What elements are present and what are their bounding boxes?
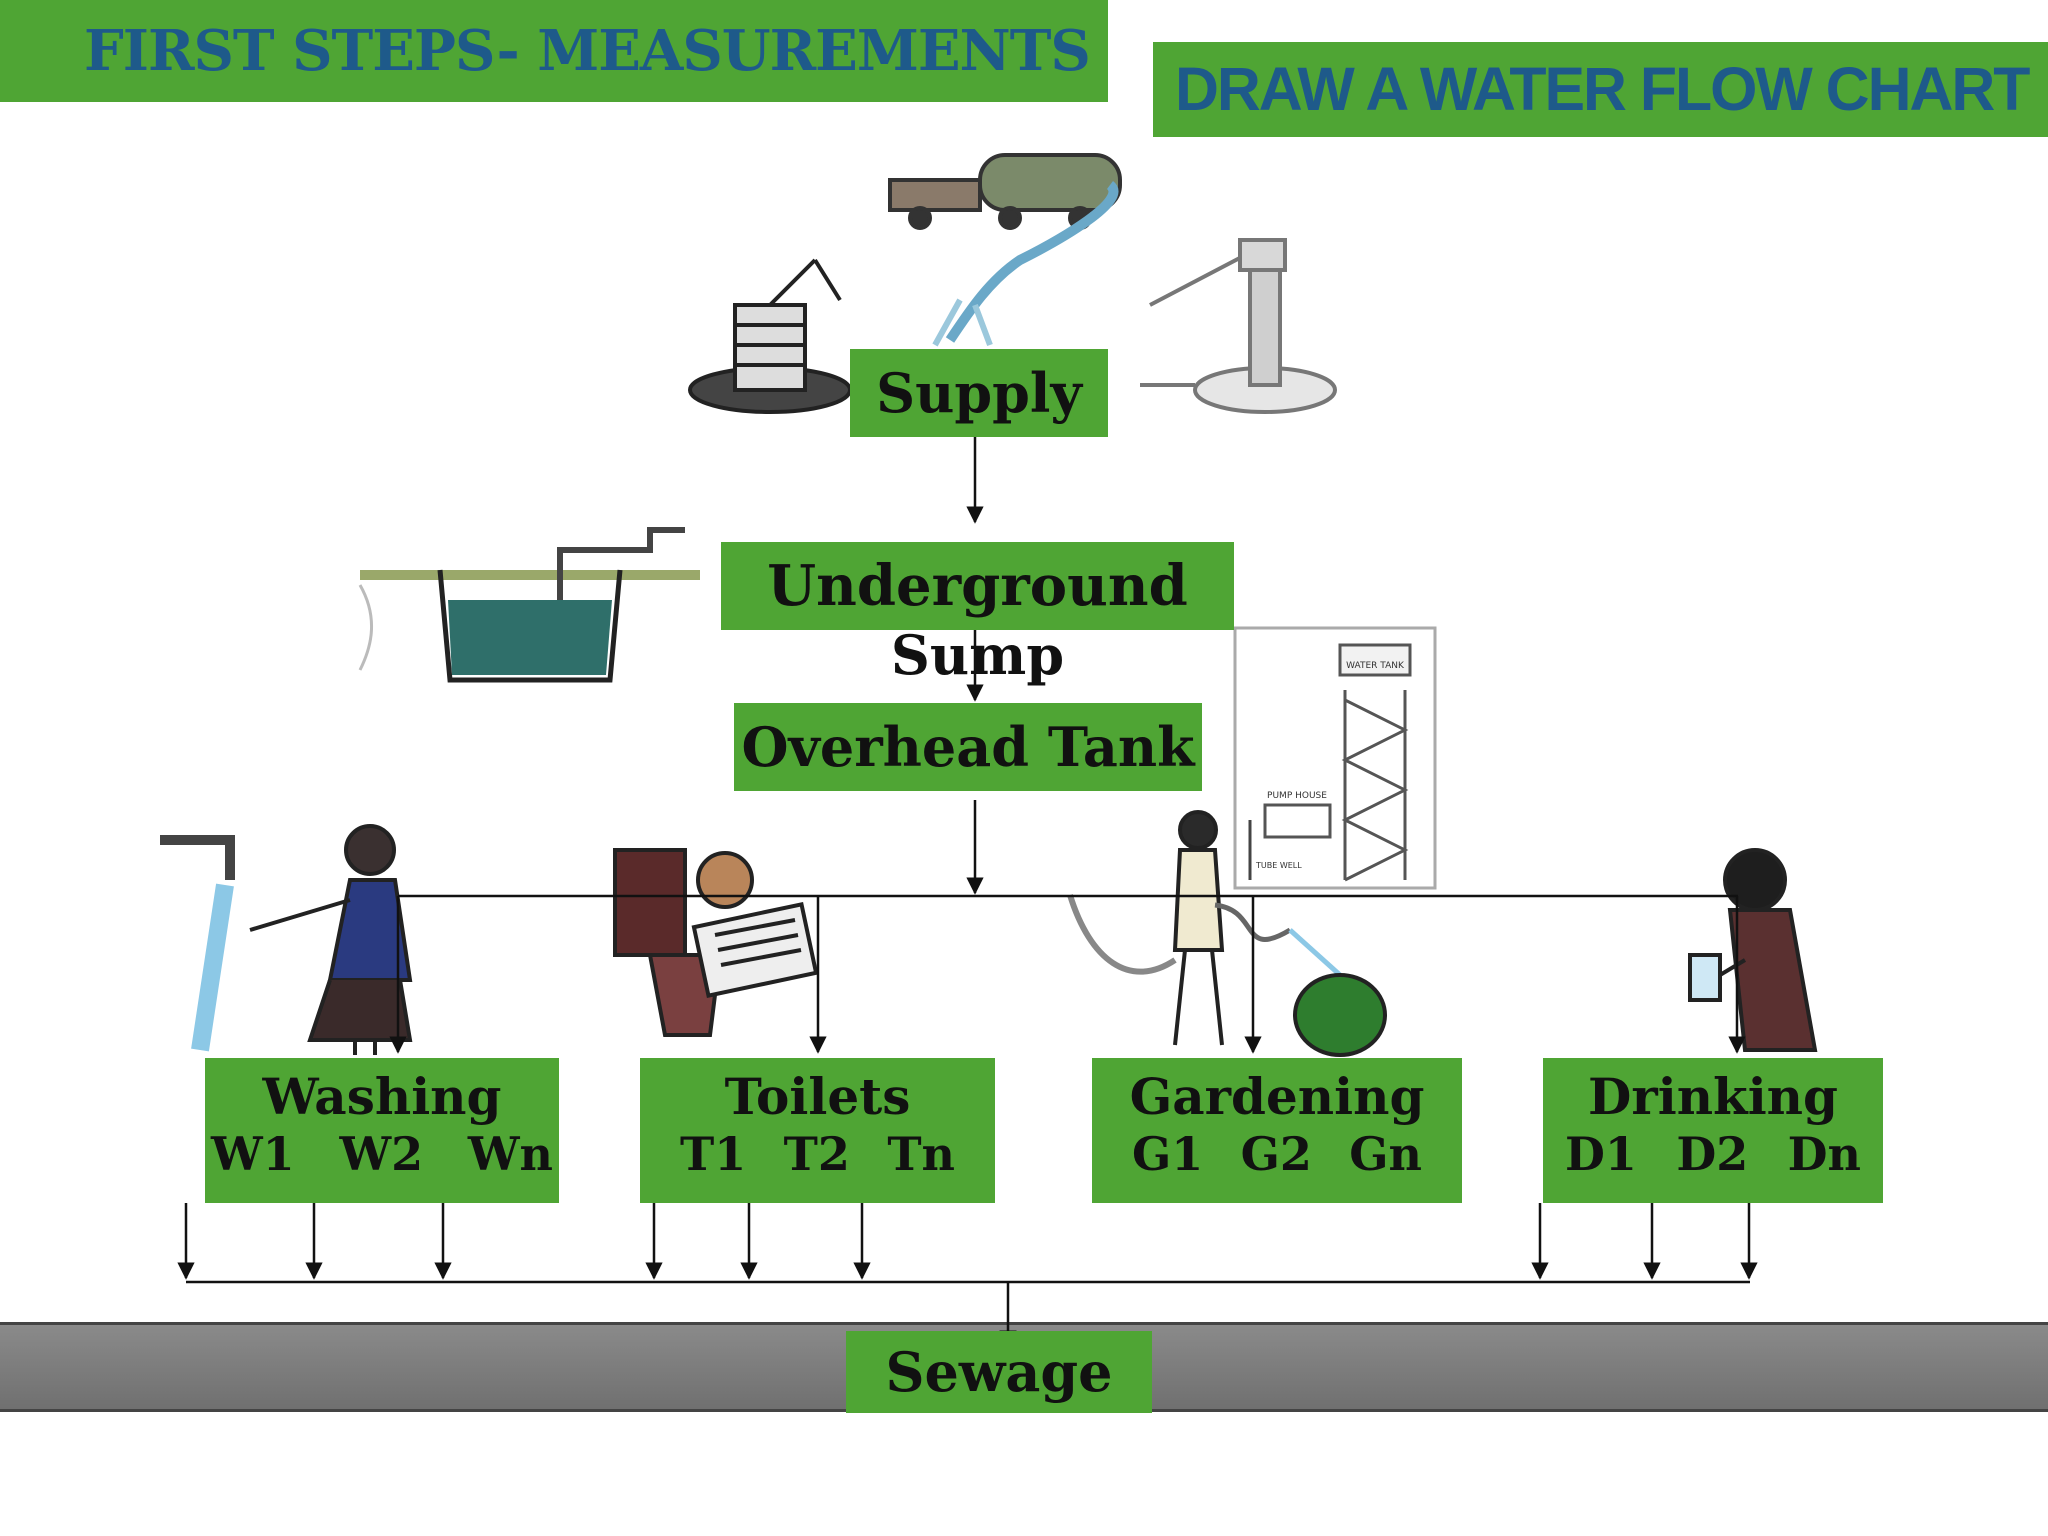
drinking-items: D1 D2 Dn <box>1543 1126 1883 1182</box>
toilets-items: T1 T2 Tn <box>640 1126 995 1182</box>
pump-house-label: PUMP HOUSE <box>1267 791 1327 801</box>
tube-well-label: TUBE WELL <box>1255 861 1302 870</box>
hand-pump-illustration <box>1140 238 1337 414</box>
gardening-item: Gn <box>1349 1127 1422 1181</box>
water-tank-label: WATER TANK <box>1346 661 1405 671</box>
gardening-items: G1 G2 Gn <box>1092 1126 1462 1182</box>
drinking-item: D2 <box>1676 1127 1749 1181</box>
supply-box: Supply <box>850 349 1108 437</box>
toilets-item: T2 <box>783 1127 850 1181</box>
water-tower-illustration: WATER TANK PUMP HOUSE TUBE WELL <box>1233 626 1437 890</box>
sump-label: Sump <box>890 623 1065 687</box>
drinking-illustration <box>1688 848 1818 1052</box>
washing-item: W2 <box>339 1127 424 1181</box>
overhead-tank-box: Overhead Tank <box>734 703 1202 791</box>
washing-label: Washing <box>262 1067 502 1126</box>
title-right: DRAW A WATER FLOW CHART <box>1153 42 2048 137</box>
drinking-item: D1 <box>1565 1127 1637 1181</box>
sump-illustration <box>358 527 700 683</box>
gardening-item: G1 <box>1132 1127 1204 1181</box>
drinking-box: Drinking D1 D2 Dn <box>1543 1058 1883 1203</box>
gardening-illustration <box>1067 810 1387 1057</box>
gardening-item: G2 <box>1240 1127 1312 1181</box>
water-tanker-illustration <box>888 153 1122 347</box>
toilets-item: T1 <box>680 1127 747 1181</box>
drinking-label: Drinking <box>1588 1067 1838 1126</box>
toilet-illustration <box>613 848 819 1037</box>
gardening-label: Gardening <box>1129 1067 1425 1126</box>
washing-box: Washing W1 W2 Wn <box>205 1058 559 1203</box>
title-left: FIRST STEPS- MEASUREMENTS <box>0 0 1108 102</box>
toilets-label: Toilets <box>724 1067 911 1126</box>
sewage-box: Sewage <box>846 1331 1152 1413</box>
gardening-box: Gardening G1 G2 Gn <box>1092 1058 1462 1203</box>
well-illustration <box>688 258 852 414</box>
toilets-item: Tn <box>887 1127 955 1181</box>
washing-item: W1 <box>211 1127 295 1181</box>
drinking-item: Dn <box>1787 1127 1861 1181</box>
underground-box: Underground <box>721 542 1234 630</box>
washing-item: Wn <box>467 1127 553 1181</box>
toilets-box: Toilets T1 T2 Tn <box>640 1058 995 1203</box>
washing-items: W1 W2 Wn <box>205 1126 559 1182</box>
washing-illustration <box>160 824 413 1055</box>
